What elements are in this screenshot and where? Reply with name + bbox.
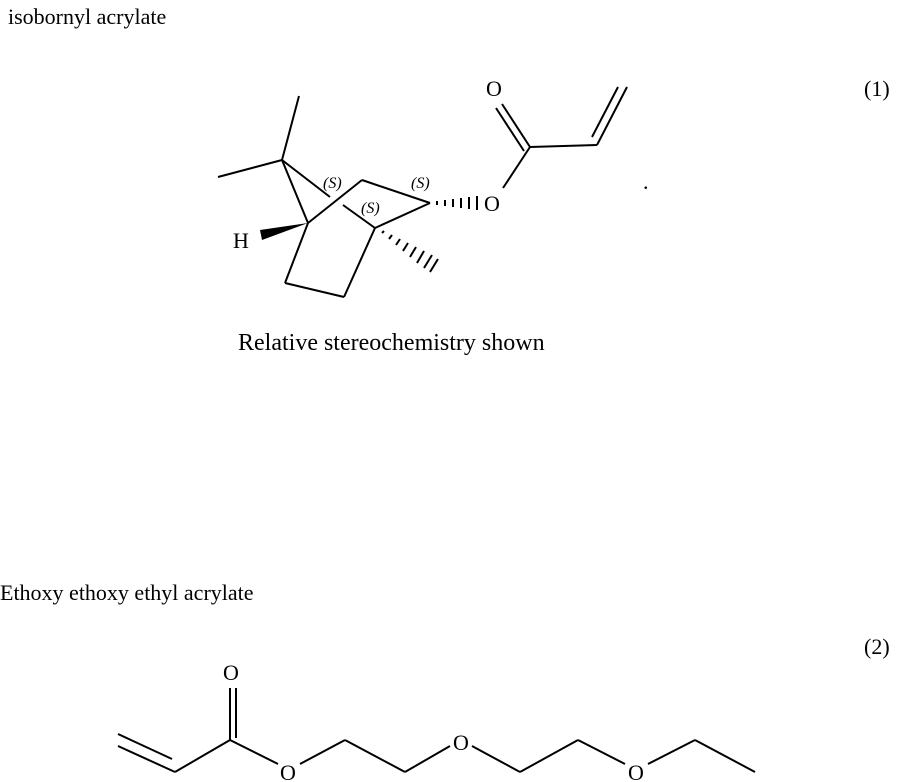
stereo-label-c2: (S) [411,175,430,192]
ester-oxygen-label: O [280,760,296,782]
hydrogen-label: H [233,228,249,253]
isobornyl-acrylate-structure: O O H (S) (S) (S) . [217,76,649,298]
stereo-label-c3: (S) [361,200,380,217]
hashed-bond-methyl [381,230,439,273]
wedge-bond [260,223,308,240]
compound1-caption: Relative stereochemistry shown [238,330,545,356]
period: . [643,169,649,194]
stereo-label-c1: (S) [323,175,342,192]
compound2-name: Ethoxy ethoxy ethyl acrylate [0,580,254,605]
compound1-name: isobornyl acrylate [8,4,167,29]
ethoxy-ethoxy-ethyl-acrylate-structure: O O O O [117,660,756,782]
ether-oxygen-2-label: O [628,760,644,782]
ester-oxygen-label: O [484,191,500,216]
carbonyl-oxygen-label: O [486,76,502,101]
carbonyl-oxygen-label: O [223,660,239,685]
hashed-bond-ester [436,196,478,210]
compound2-number: (2) [864,634,890,659]
ether-oxygen-1-label: O [453,730,469,755]
compound1-number: (1) [864,76,890,101]
